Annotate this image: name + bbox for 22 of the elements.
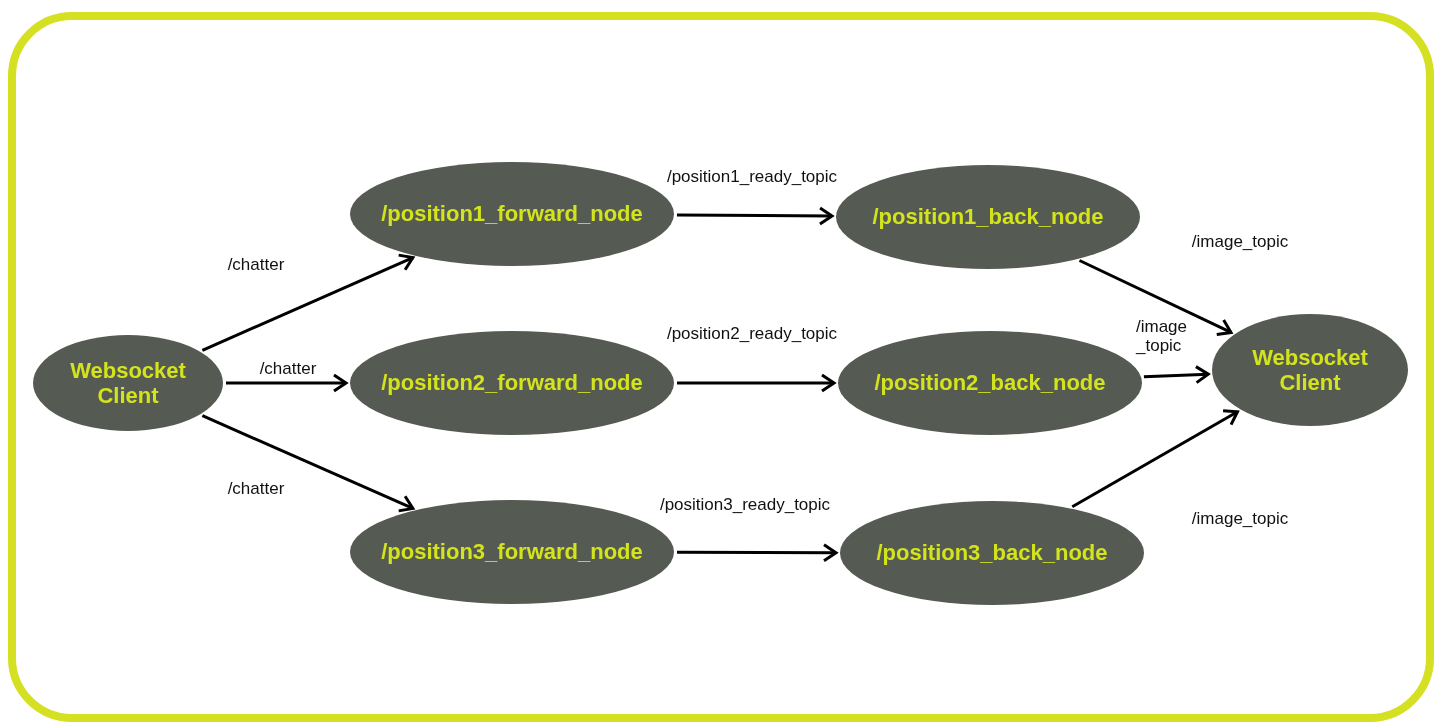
arrow bbox=[676, 206, 834, 226]
edge-label: /position2_ready_topic bbox=[665, 324, 839, 344]
node-label: /position2_back_node bbox=[874, 370, 1106, 396]
arrow bbox=[226, 373, 348, 393]
node-label: /position1_back_node bbox=[872, 204, 1104, 230]
node-label: /position3_back_node bbox=[876, 540, 1108, 566]
node-label: /position1_forward_node bbox=[381, 201, 643, 227]
edge-label: /image_topic bbox=[1190, 509, 1290, 529]
node-label: Websocket Client bbox=[69, 357, 187, 409]
arrow bbox=[201, 253, 415, 352]
edge-label: /image_topic bbox=[1190, 232, 1290, 252]
node-label: /position3_forward_node bbox=[381, 539, 643, 565]
arrow bbox=[1143, 365, 1210, 385]
arrow bbox=[201, 414, 415, 513]
edge-label: /position3_ready_topic bbox=[658, 495, 832, 515]
arrow bbox=[677, 373, 836, 393]
arrow bbox=[1078, 259, 1233, 337]
arrow bbox=[1071, 409, 1239, 509]
node-label: Websocket Client bbox=[1251, 344, 1369, 396]
node-label: /position2_forward_node bbox=[381, 370, 643, 396]
edge-label: /position1_ready_topic bbox=[665, 167, 839, 187]
arrow bbox=[677, 543, 838, 563]
